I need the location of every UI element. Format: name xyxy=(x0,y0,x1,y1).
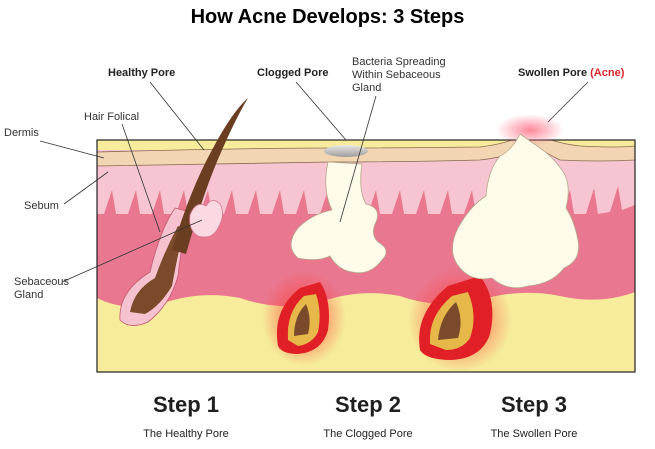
step-1-caption: The Healthy Pore xyxy=(143,428,229,440)
step-2-heading: Step 2 xyxy=(334,392,402,417)
label-acne-accent: (Acne) xyxy=(590,67,625,79)
clogged-follicle xyxy=(262,145,387,366)
step-3-caption: The Swollen Pore xyxy=(490,428,578,440)
label-swollen-pore: Swollen Pore (Acne) xyxy=(518,67,625,79)
sebum-plug-step2 xyxy=(290,161,387,274)
healthy-follicle xyxy=(119,98,248,326)
pore-cap xyxy=(324,145,368,157)
sebum-plug-step3 xyxy=(452,133,580,289)
step-3-heading: Step 3 xyxy=(500,392,568,417)
label-bacteria: Bacteria Spreading Within Sebaceous Glan… xyxy=(352,56,446,94)
label-dermis: Dermis xyxy=(4,127,39,139)
diagram-title: How Acne Develops: 3 Steps xyxy=(190,6,465,28)
sebaceous-gland xyxy=(189,200,223,238)
step-2-caption: The Clogged Pore xyxy=(323,428,413,440)
step-1-heading: Step 1 xyxy=(152,392,220,417)
swollen-follicle xyxy=(408,114,580,372)
label-hair-follicle: Hair Folical xyxy=(84,111,140,123)
label-healthy-pore: Healthy Pore xyxy=(108,67,176,79)
label-clogged-pore: Clogged Pore xyxy=(257,67,329,79)
label-sebum: Sebum xyxy=(24,200,59,212)
label-sebaceous-gland: Sebaceous Gland xyxy=(14,276,70,301)
